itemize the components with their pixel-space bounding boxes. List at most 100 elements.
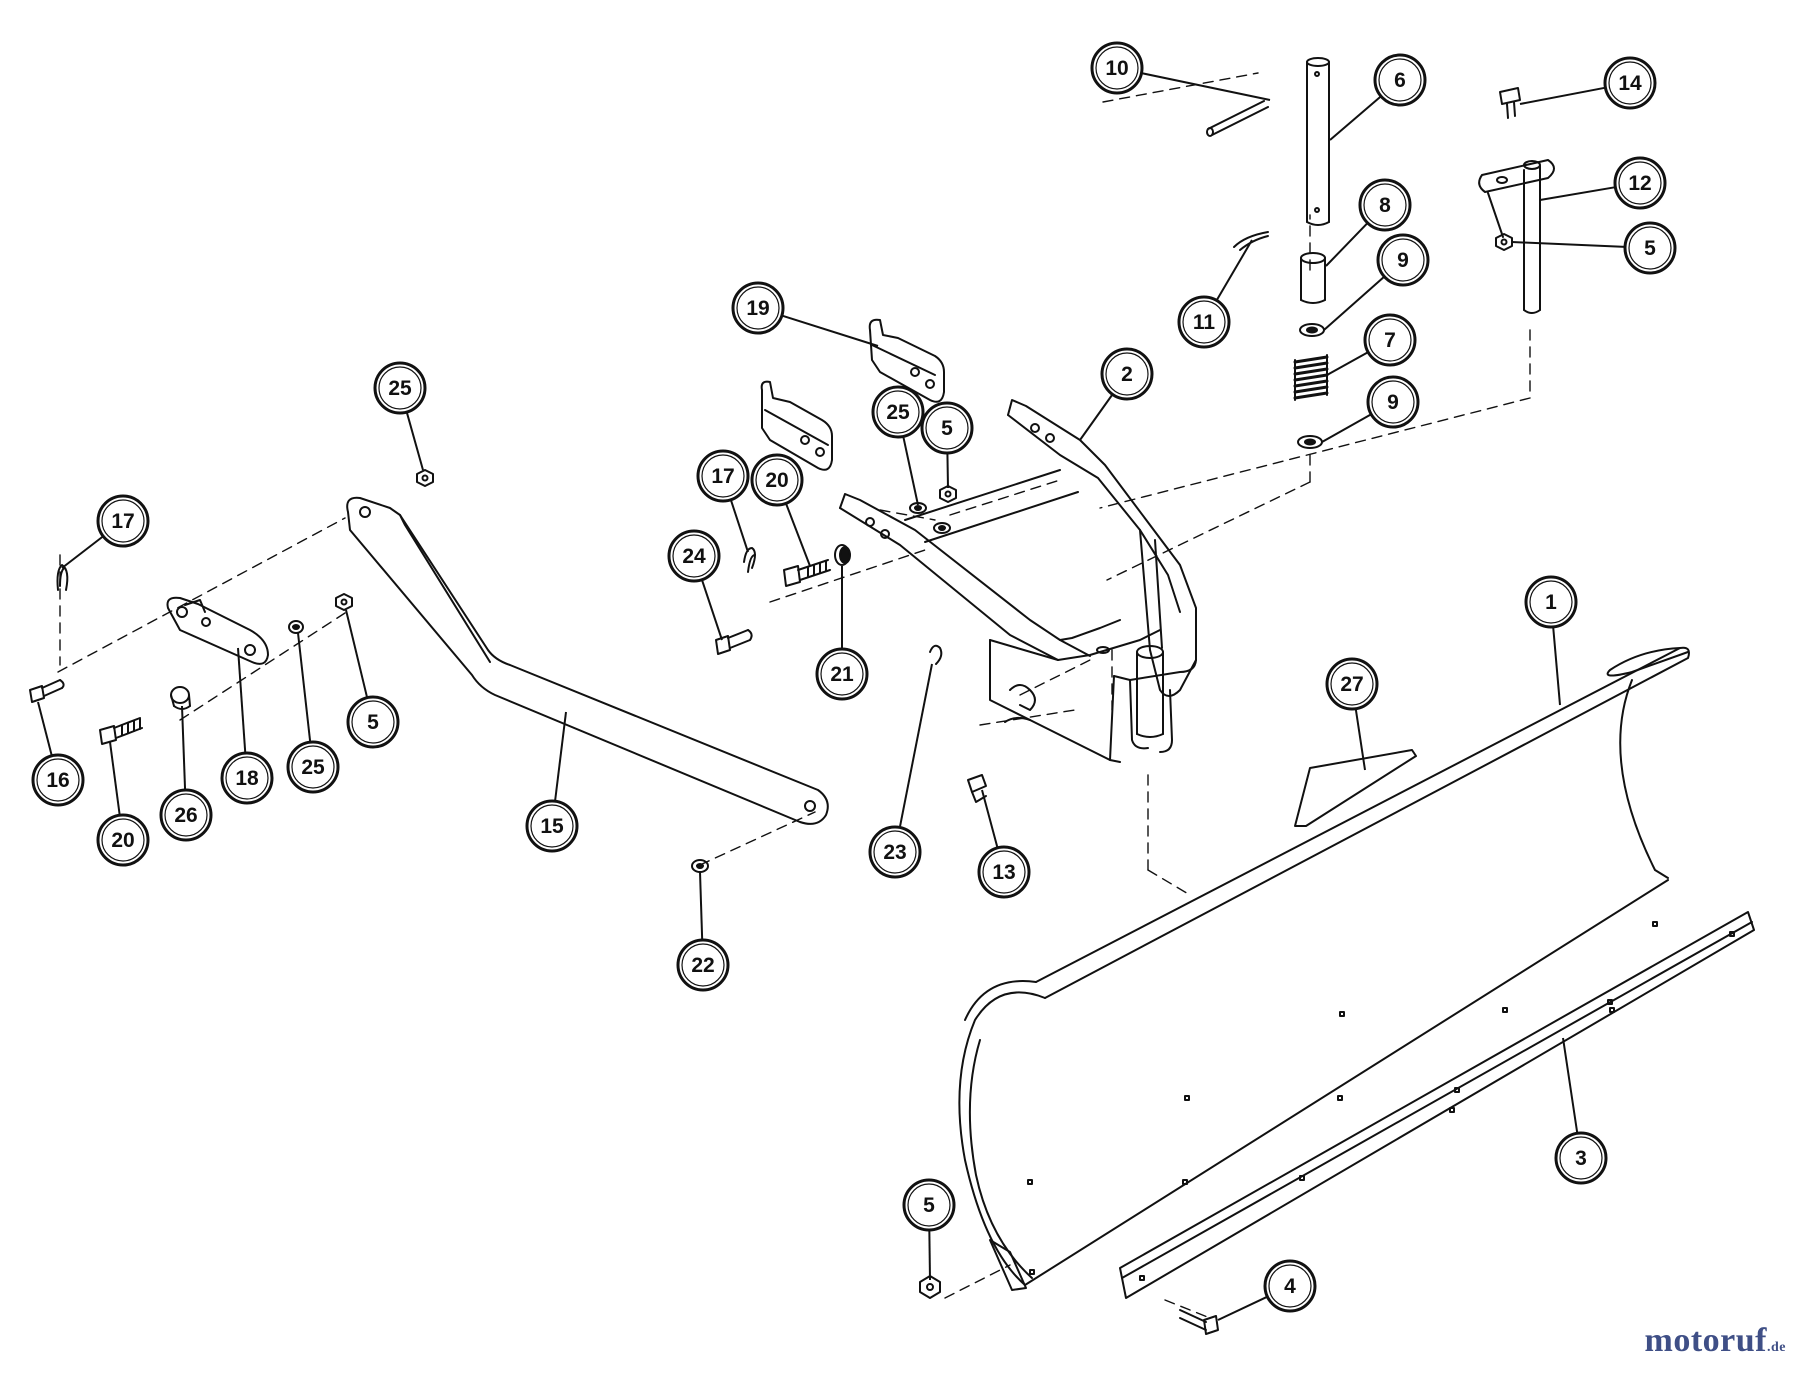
callout-inner-ring xyxy=(378,366,422,410)
part-19-bracket-left xyxy=(760,380,833,471)
callout-16: 16 xyxy=(31,753,85,807)
callout-inner-ring xyxy=(1608,61,1652,105)
leader-c25b xyxy=(902,436,919,506)
callout-inner-ring xyxy=(1105,352,1149,396)
callout-inner-ring xyxy=(1182,300,1226,344)
callout-inner-ring xyxy=(1628,226,1672,270)
callout-label: 8 xyxy=(1379,194,1391,217)
part-3-cutting-edge xyxy=(1119,911,1755,1299)
callout-inner-ring xyxy=(1330,662,1374,706)
callout-label: 25 xyxy=(388,377,412,400)
callout-inner-ring xyxy=(672,534,716,578)
leader-c17a xyxy=(729,499,749,553)
part-1-blade xyxy=(958,646,1690,1291)
callout-inner-ring xyxy=(982,850,1026,894)
callout-circle xyxy=(1177,295,1231,349)
callout-circle xyxy=(1524,575,1578,629)
leader-c12 xyxy=(1539,186,1616,201)
callout-26: 26 xyxy=(159,788,213,842)
callout-inner-ring xyxy=(820,652,864,696)
part-2-frame xyxy=(839,399,1197,763)
callout-8: 8 xyxy=(1358,178,1412,232)
callout-25: 25 xyxy=(286,740,340,794)
leader-c4 xyxy=(1217,1295,1268,1321)
part-9-washer-lower xyxy=(1297,435,1323,449)
callout-label: 9 xyxy=(1387,391,1399,414)
callout-inner-ring xyxy=(681,943,725,987)
callout-label: 22 xyxy=(691,954,714,977)
callout-inner-ring xyxy=(1381,238,1425,282)
callout-label: 17 xyxy=(111,510,134,533)
part-19-bracket-right xyxy=(868,318,945,403)
callout-circle xyxy=(902,1178,956,1232)
callout-15: 15 xyxy=(525,799,579,853)
part-15-push-arm xyxy=(346,496,829,825)
leader-c8 xyxy=(1325,222,1369,267)
callout-inner-ring xyxy=(1618,161,1662,205)
callout-inner-ring xyxy=(1371,380,1415,424)
callout-circle xyxy=(1373,53,1427,107)
callout-20: 20 xyxy=(750,453,804,507)
part-7-spring xyxy=(1293,354,1329,401)
leader-c9b xyxy=(1321,413,1372,443)
callout-label: 20 xyxy=(111,829,134,852)
part-20-bolt-left xyxy=(99,717,143,745)
callout-3: 3 xyxy=(1554,1131,1608,1185)
leader-c7 xyxy=(1326,351,1369,376)
callout-label: 17 xyxy=(711,465,734,488)
part-5-nut-left xyxy=(335,593,353,611)
watermark-brand: motoruf xyxy=(1644,1322,1767,1359)
leader-c24 xyxy=(700,579,723,641)
part-20-bolt-mid xyxy=(783,559,831,587)
callout-9: 9 xyxy=(1366,375,1420,429)
part-23-cotter xyxy=(929,644,943,665)
callout-label: 6 xyxy=(1394,69,1406,92)
callout-9: 9 xyxy=(1376,233,1430,287)
callout-label: 9 xyxy=(1397,249,1409,272)
callout-label: 3 xyxy=(1575,1147,1587,1170)
watermark-logo: motoruf.de xyxy=(1645,1322,1786,1360)
callout-circle xyxy=(977,845,1031,899)
callout-inner-ring xyxy=(925,406,969,450)
callout-inner-ring xyxy=(1095,46,1139,90)
part-10-pin xyxy=(1206,100,1269,137)
callout-1: 1 xyxy=(1524,575,1578,629)
callout-inner-ring xyxy=(873,830,917,874)
leader-c15 xyxy=(554,711,567,802)
callout-2: 2 xyxy=(1100,347,1154,401)
part-22-washer xyxy=(691,859,709,873)
callout-circle xyxy=(920,401,974,455)
part-27-decal xyxy=(1294,749,1417,827)
callout-4: 4 xyxy=(1263,1259,1317,1313)
callout-circle xyxy=(31,753,85,807)
callout-22: 22 xyxy=(676,938,730,992)
leader-c20b xyxy=(109,741,121,816)
callout-25: 25 xyxy=(373,361,427,415)
callout-circle xyxy=(1613,156,1667,210)
part-17-hairpin-left xyxy=(56,564,69,591)
callout-19: 19 xyxy=(731,281,785,335)
callout-label: 21 xyxy=(830,663,854,686)
leader-c19 xyxy=(781,314,879,347)
callout-10: 10 xyxy=(1090,41,1144,95)
callout-circle xyxy=(1100,347,1154,401)
callout-circle xyxy=(1358,178,1412,232)
callout-17: 17 xyxy=(696,449,750,503)
callout-label: 2 xyxy=(1121,363,1133,386)
leader-c3 xyxy=(1562,1037,1579,1134)
callout-label: 25 xyxy=(301,756,325,779)
leader-c6 xyxy=(1329,95,1382,141)
callout-inner-ring xyxy=(1529,580,1573,624)
callout-circle xyxy=(286,740,340,794)
callout-circle xyxy=(750,453,804,507)
callout-circle xyxy=(1325,657,1379,711)
callout-label: 20 xyxy=(765,469,788,492)
callout-label: 5 xyxy=(367,711,379,734)
callout-circle xyxy=(525,799,579,853)
part-8-spacer xyxy=(1300,252,1326,304)
callout-14: 14 xyxy=(1603,56,1657,110)
callout-inner-ring xyxy=(701,454,745,498)
callout-label: 19 xyxy=(746,297,769,320)
callout-inner-ring xyxy=(1363,183,1407,227)
part-25-washer-top xyxy=(416,469,434,487)
